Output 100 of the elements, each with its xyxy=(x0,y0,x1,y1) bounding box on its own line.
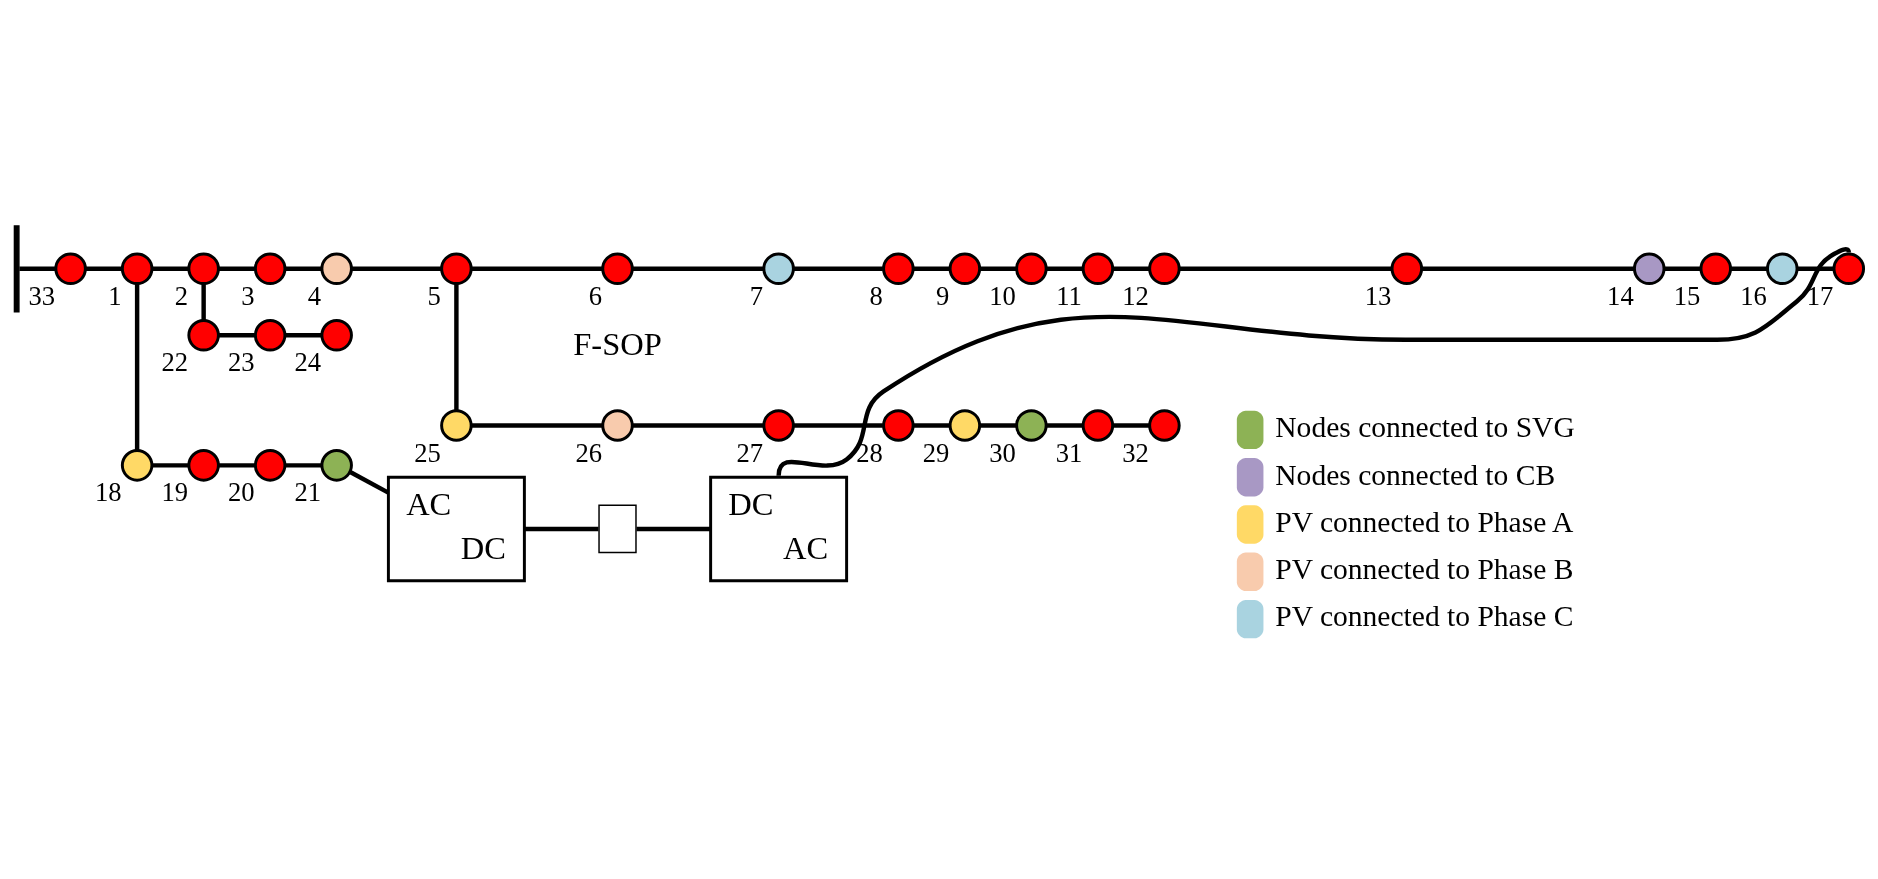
connector xyxy=(636,526,711,532)
node-circle xyxy=(320,319,353,352)
connector xyxy=(285,333,322,338)
connector xyxy=(471,266,603,271)
connector xyxy=(1112,266,1150,271)
node-label: 17 xyxy=(1806,280,1834,311)
node-circle xyxy=(1148,252,1181,286)
node-circle xyxy=(762,252,795,286)
connector xyxy=(85,266,123,271)
connector xyxy=(913,266,950,271)
node-circle xyxy=(1632,252,1666,286)
node-circle xyxy=(320,252,353,286)
node-label: 13 xyxy=(1364,280,1392,311)
connector xyxy=(793,423,883,428)
node-label: 33 xyxy=(28,280,56,311)
connector xyxy=(201,283,206,321)
node-circle xyxy=(762,409,795,442)
connector xyxy=(1664,266,1701,271)
node-circle xyxy=(948,252,982,286)
connector xyxy=(913,423,950,428)
node-label: 3 xyxy=(241,280,255,311)
legend-label: Nodes connected to SVG xyxy=(1275,411,1575,444)
node-circle xyxy=(1832,252,1866,286)
connector xyxy=(218,266,256,271)
node-circle xyxy=(253,449,287,482)
connector xyxy=(351,266,441,271)
node-label: 32 xyxy=(1122,437,1149,468)
node-label: 23 xyxy=(228,347,255,378)
node-circle xyxy=(1015,409,1048,442)
connector xyxy=(1112,423,1150,428)
node-circle xyxy=(1390,252,1424,286)
node-circle xyxy=(320,449,353,482)
node-circle xyxy=(253,252,287,286)
connector xyxy=(524,526,599,532)
node-circle xyxy=(187,252,220,286)
node-circle xyxy=(948,409,982,442)
node-label: 26 xyxy=(575,437,602,468)
node-label: 19 xyxy=(161,477,189,508)
connector xyxy=(1046,266,1083,271)
node-label: 12 xyxy=(1122,280,1149,311)
node-label: 31 xyxy=(1055,437,1083,468)
node-label: 18 xyxy=(95,477,122,508)
node-circle xyxy=(54,252,87,286)
node-circle xyxy=(253,319,287,352)
connector xyxy=(19,266,56,271)
node-label: 9 xyxy=(936,280,950,311)
connector xyxy=(1730,266,1768,271)
connector xyxy=(285,463,322,468)
node-circle xyxy=(187,319,220,352)
connector xyxy=(1046,423,1083,428)
node-circle xyxy=(1148,409,1181,442)
node-label: 22 xyxy=(161,347,189,378)
connector xyxy=(218,333,256,338)
node-label: 2 xyxy=(174,280,189,311)
connector xyxy=(1797,266,1834,271)
node-label: 28 xyxy=(856,437,883,468)
connector xyxy=(979,266,1017,271)
label: F-SOP xyxy=(573,326,662,363)
connector xyxy=(349,470,390,495)
node-label: 6 xyxy=(588,280,602,311)
node-label: 16 xyxy=(1740,280,1767,311)
node-circle xyxy=(120,449,154,482)
node-label: 5 xyxy=(427,280,441,311)
node-label: 24 xyxy=(294,347,322,378)
node-label: 27 xyxy=(736,437,764,468)
connector xyxy=(979,423,1017,428)
node-label: 7 xyxy=(749,280,764,311)
node-circle xyxy=(1699,252,1732,286)
node-label: 29 xyxy=(922,437,950,468)
node-circle xyxy=(601,252,634,286)
connector xyxy=(152,266,189,271)
connector xyxy=(1179,266,1392,271)
node-circle xyxy=(1081,252,1115,286)
node-circle xyxy=(120,252,154,286)
connector xyxy=(152,463,189,468)
legend-label: PV connected to Phase C xyxy=(1275,600,1574,633)
connector xyxy=(285,266,322,271)
node-circle xyxy=(440,409,473,442)
connector xyxy=(632,266,764,271)
node-box: DC AC xyxy=(709,475,849,583)
node-circle xyxy=(882,409,915,442)
node-box: AC DC xyxy=(386,475,526,583)
connector xyxy=(454,283,459,411)
node-label: 1 xyxy=(108,280,122,311)
node-bar xyxy=(13,225,20,313)
connector xyxy=(1421,266,1635,271)
node-label: 15 xyxy=(1673,280,1701,311)
node-circle xyxy=(1015,252,1048,286)
node-label: 11 xyxy=(1056,280,1082,311)
node-circle xyxy=(1081,409,1115,442)
connector xyxy=(218,463,256,468)
connector xyxy=(793,266,883,271)
connector xyxy=(134,283,140,451)
node-label: 20 xyxy=(228,477,255,508)
node-label: 25 xyxy=(414,437,441,468)
node-label: 14 xyxy=(1607,280,1634,311)
node-label: 21 xyxy=(294,477,322,508)
connector xyxy=(632,423,764,428)
node-circle xyxy=(187,449,220,482)
connector xyxy=(471,423,603,428)
